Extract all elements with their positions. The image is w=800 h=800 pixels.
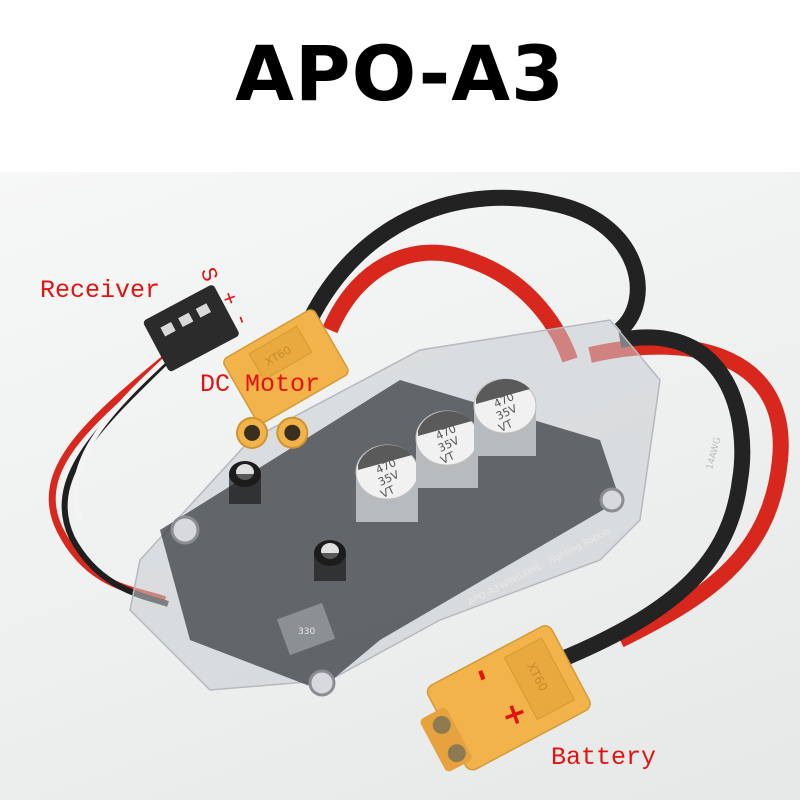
wire-gauge-marking: 14AWG bbox=[705, 436, 723, 470]
inductor-marking: 330 bbox=[298, 627, 315, 637]
product-title: APO-A3 bbox=[235, 29, 565, 118]
receiver-label: Receiver bbox=[40, 276, 161, 305]
mounting-hole bbox=[308, 669, 336, 697]
svg-text:VT: VT bbox=[438, 449, 457, 467]
svg-text:VT: VT bbox=[496, 417, 515, 435]
capacitor-2: 470 35V VT bbox=[415, 410, 479, 488]
capacitor-1: 470 35V VT bbox=[355, 444, 419, 522]
receiver-plug bbox=[143, 285, 239, 372]
dc-motor-label: DC Motor bbox=[200, 370, 321, 399]
mounting-hole bbox=[170, 515, 200, 545]
small-capacitor bbox=[314, 540, 346, 581]
battery-connector: XT60 bbox=[420, 625, 591, 772]
capacitor-3: 470 35V VT bbox=[473, 378, 537, 456]
mounting-hole bbox=[599, 487, 625, 513]
motor-wires bbox=[302, 189, 646, 363]
inductor bbox=[276, 602, 336, 656]
small-capacitor bbox=[229, 461, 261, 504]
battery-label: Battery bbox=[551, 743, 657, 772]
dc-motor-connector: XT60 bbox=[223, 309, 349, 449]
title-band: APO-A3 bbox=[0, 0, 800, 172]
svg-text:VT: VT bbox=[378, 483, 397, 501]
product-photo: 14AWG 330 470 35V VT bbox=[0, 172, 800, 800]
esc-board-illustration: 14AWG 330 470 35V VT bbox=[48, 189, 789, 772]
pcb-board bbox=[160, 380, 620, 690]
